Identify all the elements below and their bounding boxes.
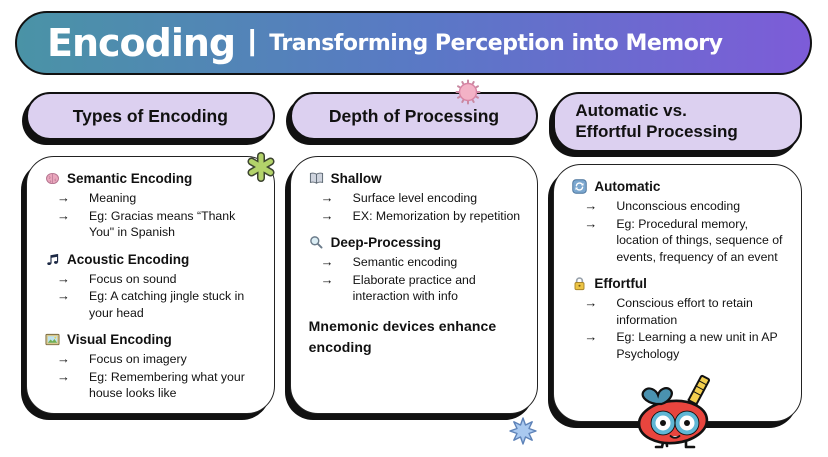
bullet-item: → Eg: A catching jingle stuck in your he…	[45, 288, 260, 321]
section-heading: Visual Encoding	[67, 332, 172, 347]
column-header-types-of-encoding: Types of Encoding	[26, 92, 275, 140]
arrow-bullet-icon: →	[57, 270, 70, 286]
section-visual-encoding: Visual Encoding → Focus on imagery → Eg:…	[45, 332, 260, 402]
bullet-item: → Eg: Procedural memory, location of thi…	[572, 216, 787, 266]
strawberry-mascot	[626, 366, 731, 457]
bullet-text: Eg: Remembering what your house looks li…	[89, 369, 245, 401]
lock-icon	[572, 276, 587, 291]
card-automatic-vs-effortful: Automatic → Unconscious encoding → Eg: P…	[553, 164, 803, 422]
bullet-text: Eg: Learning a new unit in AP Psychology	[616, 330, 778, 361]
bullet-item: → Focus on sound	[45, 271, 260, 288]
arrow-bullet-icon: →	[584, 329, 598, 344]
bullet-text: Elaborate practice and interaction with …	[352, 272, 476, 304]
bullet-item: → Unconscious encoding	[572, 198, 787, 215]
open-book-icon	[309, 171, 324, 186]
framed-picture-icon	[45, 332, 60, 347]
blue-star-icon	[508, 416, 538, 451]
column-title: Depth of Processing	[328, 105, 500, 126]
column-title-line2: Effortful Processing	[575, 122, 738, 141]
arrow-bullet-icon: →	[57, 190, 70, 205]
bullet-text: Meaning	[89, 191, 137, 205]
section-heading: Semantic Encoding	[67, 171, 193, 186]
bullet-text: Eg: A catching jingle stuck in your head	[89, 289, 245, 320]
bullet-item: → Conscious effort to retain information	[572, 295, 787, 328]
bullet-text: Focus on imagery	[89, 352, 187, 366]
title-banner: Encoding | Transforming Perception into …	[15, 11, 812, 75]
bullet-text: Semantic encoding	[352, 255, 458, 269]
arrow-bullet-icon: →	[57, 207, 70, 223]
arrow-bullet-icon: →	[584, 295, 598, 310]
arrow-bullet-icon: →	[320, 190, 334, 205]
bullet-text: Conscious effort to retain information	[616, 296, 753, 327]
card-depth-of-processing: Shallow → Surface level encoding → EX: M…	[289, 156, 539, 414]
bullet-text: Focus on sound	[89, 271, 177, 286]
arrow-bullet-icon: →	[57, 368, 70, 384]
bullet-text: EX: Memorization by repetition	[352, 208, 521, 223]
section-semantic-encoding: Semantic Encoding → Meaning → Eg: Gracia…	[45, 171, 260, 241]
mnemonic-note: Mnemonic devices enhance encoding	[308, 317, 497, 355]
section-acoustic-encoding: Acoustic Encoding → Focus on sound → Eg:…	[45, 252, 260, 322]
bullet-text: Surface level encoding	[352, 191, 478, 205]
bullet-item: → Focus on imagery	[45, 351, 260, 368]
section-heading: Shallow	[330, 171, 382, 186]
green-asterisk-icon	[246, 152, 276, 187]
page-subtitle: Transforming Perception into Memory	[269, 30, 723, 56]
title-separator: |	[248, 24, 257, 57]
section-shallow: Shallow → Surface level encoding → EX: M…	[309, 171, 524, 224]
section-heading: Effortful	[594, 276, 647, 291]
arrow-bullet-icon: →	[320, 254, 334, 269]
section-effortful: Effortful → Conscious effort to retain i…	[572, 276, 787, 362]
bullet-text: Unconscious encoding	[616, 199, 741, 213]
column-header-automatic-vs-effortful: Automatic vs. Effortful Processing	[553, 92, 803, 152]
column-header-depth-of-processing: Depth of Processing	[289, 92, 539, 140]
arrow-bullet-icon: →	[57, 351, 70, 366]
bullet-text: Eg: Procedural memory, location of thing…	[616, 216, 783, 264]
brain-icon	[45, 171, 60, 186]
music-notes-icon	[45, 252, 60, 267]
bullet-item: → Surface level encoding	[309, 190, 524, 207]
column-depth-of-processing: Depth of Processing Shallow →	[289, 92, 539, 422]
section-automatic: Automatic → Unconscious encoding → Eg: P…	[572, 179, 787, 265]
section-heading: Automatic	[594, 179, 661, 194]
bullet-item: → Eg: Learning a new unit in AP Psycholo…	[572, 329, 787, 362]
section-heading: Deep-Processing	[330, 235, 441, 250]
bullet-item: → Eg: Gracias means “Thank You" in Spani…	[45, 208, 260, 241]
section-heading: Acoustic Encoding	[67, 251, 190, 267]
arrow-bullet-icon: →	[320, 271, 334, 287]
column-automatic-vs-effortful: Automatic vs. Effortful Processing	[553, 92, 803, 422]
section-deep-processing: Deep-Processing → Semantic encoding → El…	[309, 235, 524, 305]
arrow-bullet-icon: →	[584, 198, 598, 213]
magnifying-glass-icon	[309, 235, 324, 250]
arrow-bullet-icon: →	[57, 288, 70, 303]
bullet-item: → EX: Memorization by repetition	[309, 208, 524, 225]
pink-scalloped-circle-icon	[455, 79, 481, 110]
card-types-of-encoding: Semantic Encoding → Meaning → Eg: Gracia…	[26, 156, 275, 414]
bullet-text: Eg: Gracias means “Thank You" in Spanish	[89, 208, 236, 240]
column-types-of-encoding: Types of Encoding Semantic Encoding	[26, 92, 275, 422]
arrow-bullet-icon: →	[584, 215, 598, 231]
column-title: Types of Encoding	[72, 105, 228, 126]
bullet-item: → Eg: Remembering what your house looks …	[45, 369, 260, 402]
arrows-refresh-icon	[572, 179, 588, 194]
bullet-item: → Meaning	[45, 190, 260, 207]
bullet-item: → Elaborate practice and interaction wit…	[309, 272, 524, 305]
column-title-line1: Automatic vs.	[575, 101, 687, 121]
columns-container: Types of Encoding Semantic Encoding	[26, 92, 803, 422]
bullet-item: → Semantic encoding	[309, 254, 524, 271]
arrow-bullet-icon: →	[320, 207, 334, 223]
page-title: Encoding	[47, 21, 236, 65]
